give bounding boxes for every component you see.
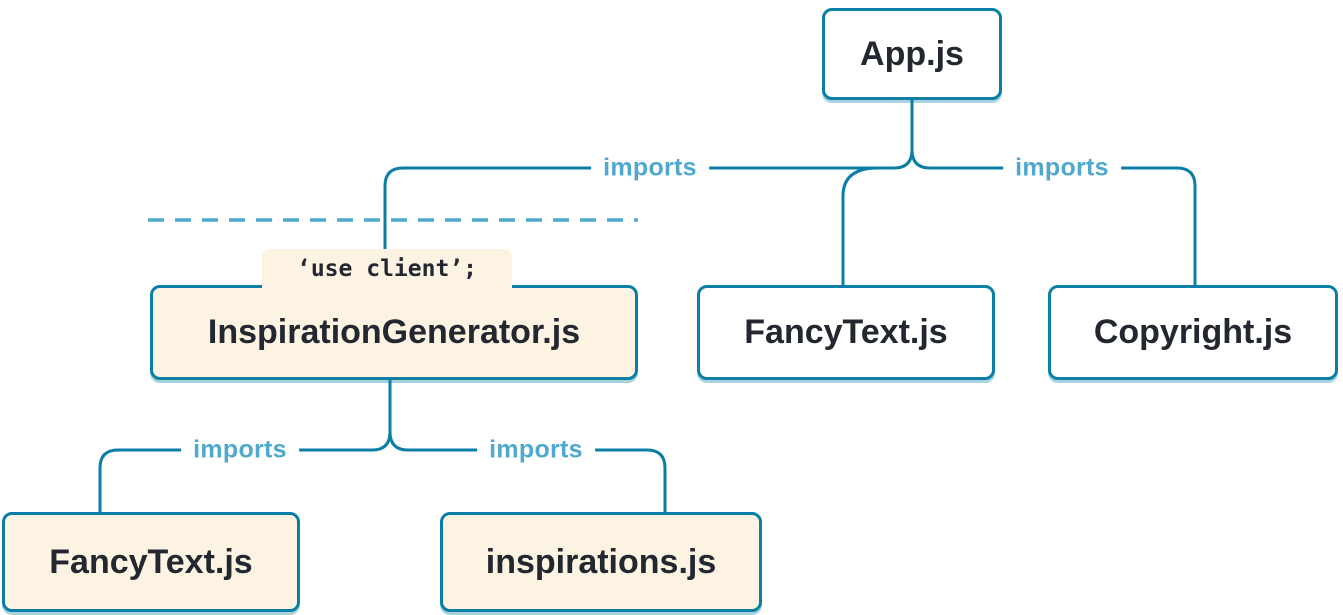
imports-label-ig-left: imports — [181, 433, 299, 467]
imports-label-app-right: imports — [1003, 151, 1121, 185]
edge-app-to-fancytext — [841, 166, 880, 292]
use-client-directive-tag: ‘use client’; — [262, 249, 512, 289]
fancytext-top-node: FancyText.js — [697, 285, 995, 380]
copyright-node: Copyright.js — [1048, 285, 1338, 380]
inspirations-node: inspirations.js — [440, 512, 762, 612]
imports-label-ig-right: imports — [477, 433, 595, 467]
fancytext-bottom-node: FancyText.js — [2, 512, 300, 612]
imports-label-app-left: imports — [591, 151, 709, 185]
edge-app-to-copyright — [910, 98, 1197, 292]
inspiration-generator-node: InspirationGenerator.js — [150, 285, 638, 380]
app-node: App.js — [822, 8, 1002, 100]
